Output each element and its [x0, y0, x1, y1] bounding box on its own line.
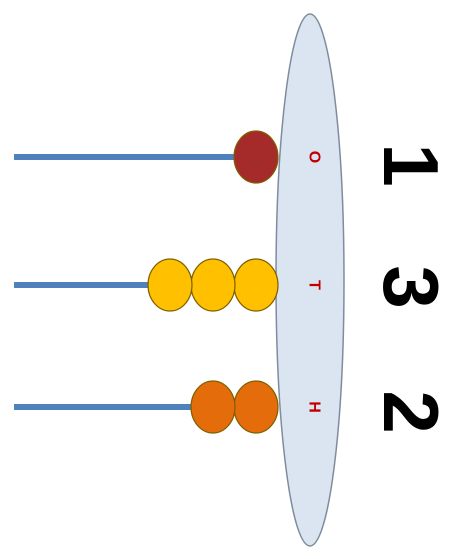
bead-tens-1 — [233, 258, 279, 312]
place-label-ones: O — [306, 151, 323, 163]
digit-ones: 1 — [367, 143, 451, 186]
place-label-tens: T — [306, 280, 323, 290]
bead-tens-2 — [190, 258, 236, 312]
bead-ones-1 — [233, 130, 279, 184]
bead-hundreds-2 — [190, 380, 236, 434]
digit-tens: 3 — [367, 265, 451, 308]
place-label-hundreds: H — [306, 401, 323, 413]
bead-tens-3 — [147, 258, 193, 312]
bead-hundreds-1 — [233, 380, 279, 434]
digits-group: 1 3 2 — [367, 143, 451, 433]
place-labels-group: O T H — [306, 151, 323, 413]
beads-group — [147, 130, 279, 434]
digit-hundreds: 2 — [367, 390, 451, 433]
